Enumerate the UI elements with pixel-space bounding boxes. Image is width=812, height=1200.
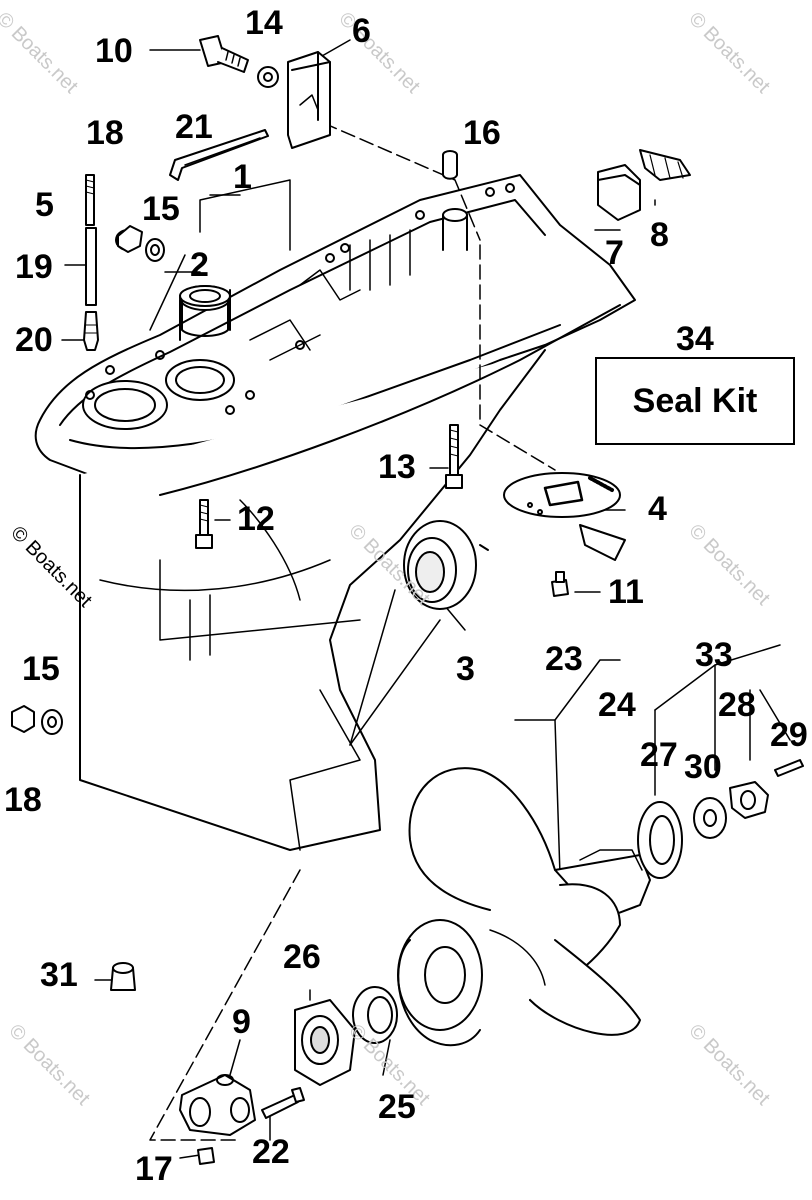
callout-18-lower: 18 xyxy=(4,781,42,819)
part-9 xyxy=(179,1074,256,1136)
bolt-13 xyxy=(445,424,463,489)
gear-housing xyxy=(34,174,636,851)
callout-34: 34 xyxy=(676,320,714,358)
trim-tab-4 xyxy=(503,472,626,561)
callout-27: 27 xyxy=(640,736,678,774)
callout-7: 7 xyxy=(605,234,624,272)
callout-29: 29 xyxy=(770,716,808,754)
callout-4: 4 xyxy=(648,490,667,528)
callout-11: 11 xyxy=(608,573,644,611)
callout-3: 3 xyxy=(456,650,475,688)
callout-5: 5 xyxy=(35,186,54,224)
callout-25: 25 xyxy=(378,1088,416,1126)
callout-22: 22 xyxy=(252,1133,290,1171)
callout-12: 12 xyxy=(237,500,275,538)
dowel-pin-16 xyxy=(442,150,458,180)
callout-31: 31 xyxy=(40,956,78,994)
plug-18-top xyxy=(115,225,143,253)
anode-6 xyxy=(287,51,331,149)
callout-14: 14 xyxy=(245,4,283,42)
callout-6: 6 xyxy=(352,12,371,50)
callout-9: 9 xyxy=(232,1003,251,1041)
seal-kit-label: Seal Kit xyxy=(632,381,758,420)
callout-16: 16 xyxy=(463,114,501,152)
callout-30: 30 xyxy=(684,748,722,786)
callout-10: 10 xyxy=(95,32,133,70)
seal-kit-box: Seal Kit xyxy=(595,357,795,445)
leader-lines xyxy=(61,39,791,1159)
callout-19: 19 xyxy=(15,248,53,286)
callout-28: 28 xyxy=(718,686,756,724)
callout-15-lower: 15 xyxy=(22,650,60,688)
spacer-25 xyxy=(352,986,398,1044)
callout-21: 21 xyxy=(175,108,213,146)
parts-7-8 xyxy=(597,149,691,221)
thrust-hub-26 xyxy=(294,999,356,1086)
seal-3 xyxy=(403,520,489,610)
thrust-washer-27 xyxy=(637,801,683,879)
callout-15: 15 xyxy=(142,190,180,228)
callout-13: 13 xyxy=(378,448,416,486)
bushing-2 xyxy=(179,285,231,307)
callout-18: 18 xyxy=(86,114,124,152)
plug-31 xyxy=(110,962,136,991)
bolt-12 xyxy=(195,499,213,549)
callout-17: 17 xyxy=(135,1150,173,1188)
callout-1: 1 xyxy=(233,158,252,196)
callout-8: 8 xyxy=(650,216,669,254)
bolt-10 xyxy=(199,35,249,73)
callout-26: 26 xyxy=(283,938,321,976)
callout-20: 20 xyxy=(15,321,53,359)
callout-24: 24 xyxy=(598,686,636,724)
callout-2: 2 xyxy=(190,246,209,284)
propeller-23 xyxy=(397,767,651,1047)
callout-23: 23 xyxy=(545,640,583,678)
callout-33: 33 xyxy=(695,636,733,674)
